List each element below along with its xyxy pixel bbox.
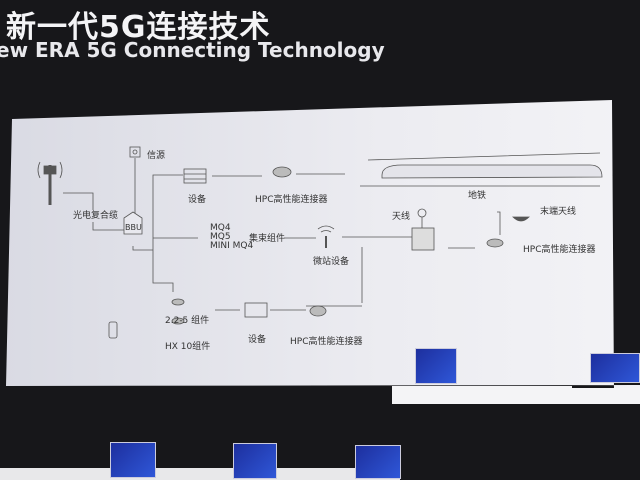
booth-title: 新一代5G连接技术 bbox=[6, 10, 271, 45]
phone-icon bbox=[108, 321, 118, 339]
label-hpc-bottom: HPC高性能连接器 bbox=[290, 337, 363, 347]
product-card bbox=[590, 353, 640, 383]
mq-item: MQ4 bbox=[210, 223, 231, 233]
product-card bbox=[110, 442, 156, 478]
label-metro: 地铁 bbox=[468, 191, 487, 201]
assembly-hx10-icon bbox=[171, 317, 185, 325]
label-cluster: 集束组件 bbox=[249, 234, 286, 244]
device-bottom-icon bbox=[244, 302, 268, 318]
source-icon bbox=[129, 146, 141, 158]
building-icon bbox=[411, 227, 435, 251]
label-micro-station: 微站设备 bbox=[313, 257, 350, 267]
mq-item: MQ5 bbox=[210, 232, 231, 242]
product-card bbox=[415, 348, 457, 384]
label-optical-cable: 光电复合缆 bbox=[73, 211, 119, 221]
label-assembly-225: 2.2-5 组件 bbox=[165, 316, 210, 326]
product-card bbox=[355, 445, 401, 479]
label-hpc-right: HPC高性能连接器 bbox=[523, 245, 596, 255]
label-device-bottom: 设备 bbox=[248, 335, 267, 345]
mq-list: MQ4 MQ5 MINI MQ4 bbox=[210, 224, 253, 251]
display-shelf bbox=[392, 386, 572, 404]
end-antenna-icon bbox=[512, 216, 530, 222]
device-top-icon bbox=[183, 168, 207, 184]
tower-icon bbox=[37, 161, 63, 205]
hpc-connector-right-icon bbox=[486, 238, 504, 248]
antenna-icon bbox=[417, 208, 427, 218]
label-end-antenna: 末端天线 bbox=[540, 207, 577, 217]
assembly-225-icon bbox=[171, 298, 185, 306]
label-antenna: 天线 bbox=[392, 212, 411, 222]
metro-train-icon bbox=[381, 164, 603, 179]
label-bbu: BBU bbox=[125, 223, 142, 232]
hpc-connector-bottom-icon bbox=[309, 305, 327, 317]
hpc-connector-top-icon bbox=[272, 166, 292, 178]
product-card bbox=[233, 443, 277, 479]
label-assembly-hx10: HX 10组件 bbox=[165, 342, 211, 352]
label-hpc-top: HPC高性能连接器 bbox=[255, 195, 328, 205]
booth-subtitle: ew ERA 5G Connecting Technology bbox=[0, 38, 385, 62]
mq-item: MINI MQ4 bbox=[210, 241, 254, 251]
bbu-box bbox=[123, 211, 143, 235]
label-device-top: 设备 bbox=[188, 195, 207, 205]
label-source: 信源 bbox=[147, 151, 166, 161]
display-shelf bbox=[565, 388, 640, 404]
display-table bbox=[0, 468, 400, 480]
